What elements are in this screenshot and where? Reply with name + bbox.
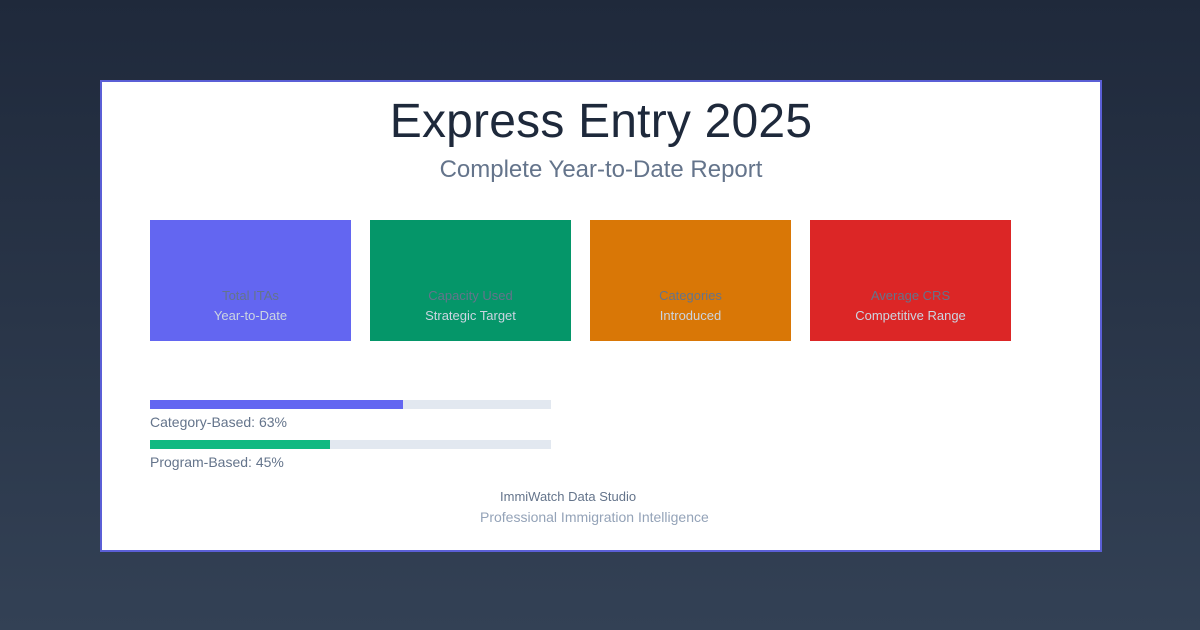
stat-label: Categories bbox=[659, 288, 722, 303]
stat-label: Capacity Used bbox=[428, 288, 513, 303]
page-subtitle: Complete Year-to-Date Report bbox=[439, 156, 763, 183]
report-card: Express Entry 2025 Complete Year-to-Date… bbox=[100, 80, 1102, 552]
stat-card-total-itas: Total ITAs Year-to-Date bbox=[150, 220, 351, 341]
footer-brand: ImmiWatch Data Studio bbox=[500, 489, 637, 504]
stat-sublabel: Competitive Range bbox=[855, 308, 966, 323]
stat-label: Total ITAs bbox=[222, 288, 279, 303]
category-based-progress-track bbox=[150, 400, 551, 409]
category-based-progress-label: Category-Based: 63% bbox=[150, 414, 287, 430]
stat-sublabel: Strategic Target bbox=[425, 308, 516, 323]
footer-tagline: Professional Immigration Intelligence bbox=[480, 509, 709, 525]
stat-card-capacity-used: Capacity Used Strategic Target bbox=[370, 220, 571, 341]
program-based-progress-label: Program-Based: 45% bbox=[150, 454, 284, 470]
stat-label: Average CRS bbox=[870, 288, 951, 303]
category-based-progress-fill bbox=[150, 400, 403, 409]
stat-sublabel: Introduced bbox=[659, 308, 722, 323]
stat-sublabel: Year-to-Date bbox=[213, 308, 288, 323]
stat-card-average-crs: Average CRS Competitive Range bbox=[810, 220, 1011, 341]
page-title: Express Entry 2025 bbox=[389, 95, 813, 148]
program-based-progress-track bbox=[150, 440, 551, 449]
program-based-progress-fill bbox=[150, 440, 331, 449]
stat-card-categories: Categories Introduced bbox=[590, 220, 791, 341]
